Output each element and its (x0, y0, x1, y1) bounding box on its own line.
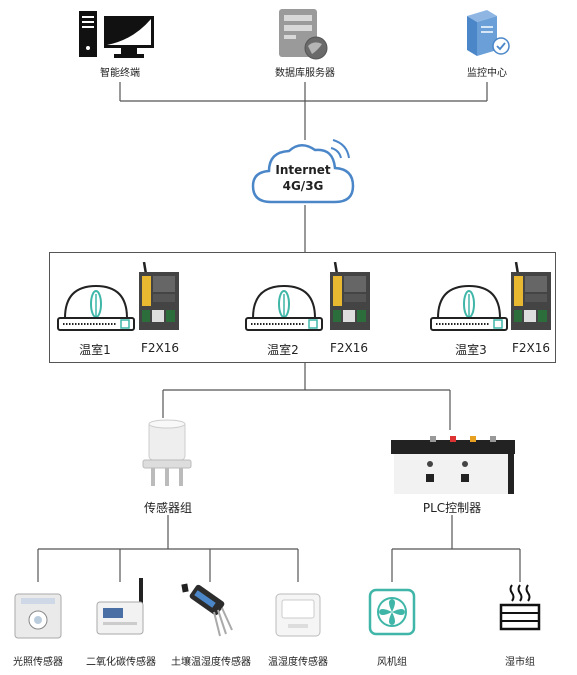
sensor-probe-icon (139, 418, 195, 496)
greenhouse-icon (55, 282, 137, 338)
database-server-label: 数据库服务器 (275, 68, 335, 79)
greenhouse-3-device-label: F2X16 (511, 341, 551, 355)
humidifier-group-label: 湿市组 (505, 657, 535, 668)
greenhouse-icon (243, 282, 325, 338)
temp-humidity-sensor-label: 温湿度传感器 (268, 657, 328, 668)
dtu-device-icon (136, 261, 182, 336)
computer-icon (78, 10, 156, 64)
humidifier-icon (498, 583, 542, 637)
greenhouse-2-device-label: F2X16 (329, 341, 369, 355)
fan-icon (368, 588, 416, 640)
cloud-subtitle: 4G/3G (282, 179, 324, 193)
greenhouse-1-label: 温室1 (79, 343, 111, 357)
light-sensor-label: 光照传感器 (13, 657, 63, 668)
monitoring-center-label: 监控中心 (467, 68, 507, 79)
terminal-label: 智能终端 (100, 68, 140, 79)
temp-humidity-sensor-icon (274, 592, 322, 642)
co2-sensor-label: 二氧化碳传感器 (86, 657, 156, 668)
dtu-device-icon (327, 261, 373, 336)
plc-controller-label: PLC控制器 (422, 501, 482, 515)
greenhouse-3-label: 温室3 (455, 343, 487, 357)
cloud-title: Internet (275, 163, 331, 177)
greenhouse-2-label: 温室2 (267, 343, 299, 357)
fan-group-label: 风机组 (377, 657, 407, 668)
greenhouse-1-device-label: F2X16 (140, 341, 180, 355)
greenhouse-icon (428, 282, 510, 338)
monitoring-server-icon (463, 8, 511, 62)
sensor-group-label: 传感器组 (143, 501, 192, 515)
soil-sensor-icon (180, 582, 240, 646)
plc-controller-icon (390, 430, 516, 500)
light-sensor-icon (13, 590, 63, 646)
dtu-device-icon (508, 261, 554, 336)
co2-sensor-icon (93, 578, 151, 644)
internet-cloud-icon: Internet 4G/3G (249, 136, 357, 212)
soil-sensor-label: 土壤温湿度传感器 (171, 657, 251, 668)
database-server-icon (278, 8, 330, 64)
